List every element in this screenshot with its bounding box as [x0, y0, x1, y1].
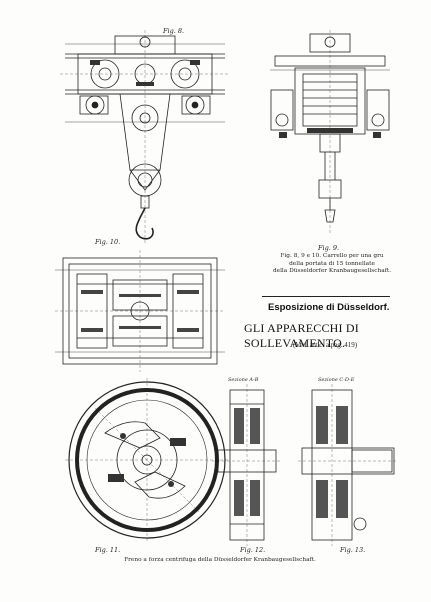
caption-line: della portata di 15 tonnellate [289, 260, 375, 267]
fig10-plan-view-drawing [55, 250, 225, 372]
fig11-brake-disc-drawing [65, 378, 230, 543]
figure-caption-bottom: Freno a forza centrifuga della Düsseldor… [124, 557, 316, 563]
fig12-section-drawing [212, 384, 282, 546]
article-reference: (Vedi artic. a pag. 419) [293, 341, 358, 349]
caption-line: Fig. 8, 9 e 10. Carrello per una gru [280, 253, 384, 259]
fig9-side-view-drawing [270, 30, 390, 235]
figure-caption-top: Fig. 8, 9 e 10. Carrello per una gru del… [262, 253, 402, 276]
fig11-label: Fig. 11. [95, 546, 121, 554]
fig13-section-mark: Sezione C-D-E [318, 377, 355, 383]
fig8-carriage-drawing [60, 30, 230, 245]
divider-top [262, 296, 390, 297]
exhibition-heading: Esposizione di Düsseldorf. [268, 302, 390, 313]
fig13-section-drawing [298, 384, 398, 546]
fig12-section-mark: Sezione A-B [228, 377, 259, 383]
page-title: GLI APPARECCHI DI SOLLEVAMENTO. [244, 321, 359, 350]
fig9-label: Fig. 9. [318, 244, 340, 252]
fig12-label: Fig. 12. [240, 546, 266, 554]
caption-line: della Düsseldorfer Kranbaugesellschaft. [272, 268, 392, 274]
fig13-label: Fig. 13. [340, 546, 366, 554]
fig10-label: Fig. 10. [95, 238, 121, 246]
fig8-label: Fig. 8. [163, 27, 185, 35]
